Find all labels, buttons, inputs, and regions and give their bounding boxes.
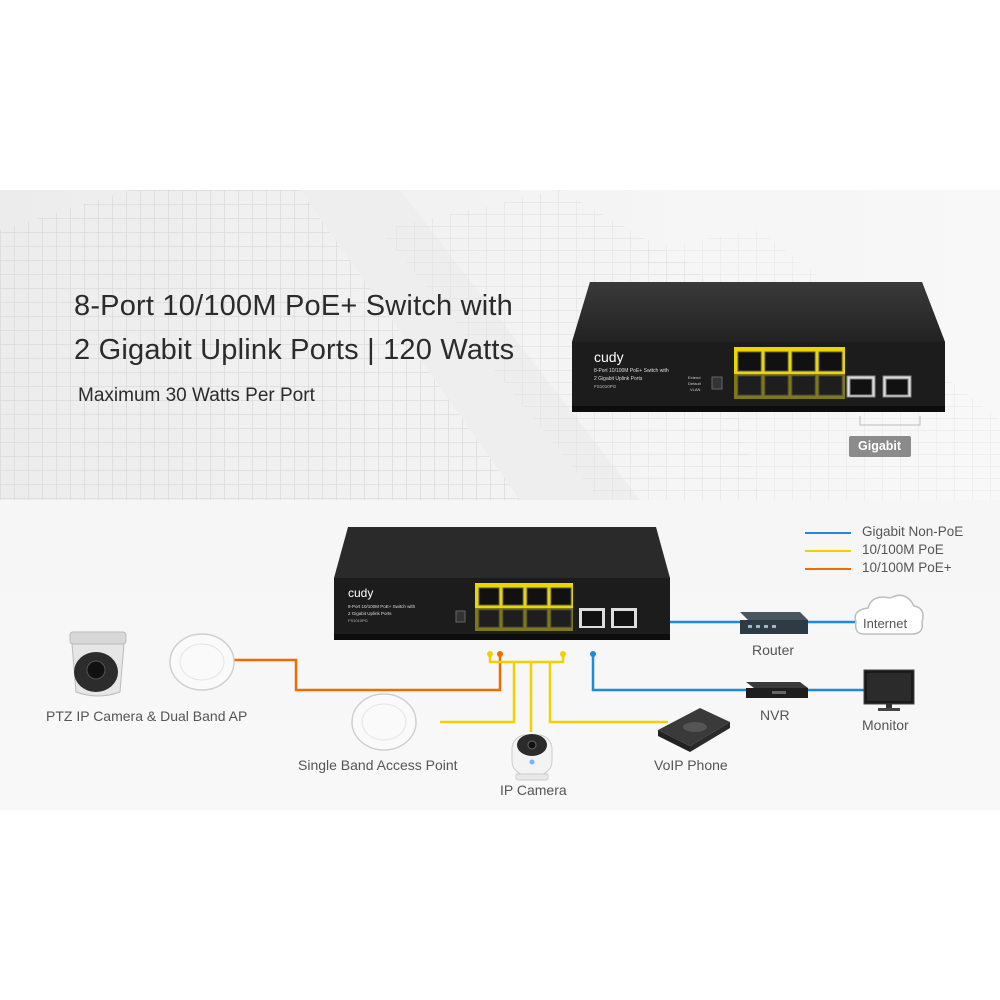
- label-voip-phone: VoIP Phone: [654, 757, 728, 773]
- monitor-icon: [863, 669, 915, 711]
- legend-swatch-poe: [805, 550, 851, 552]
- ptz-camera-icon: [69, 631, 127, 697]
- label-single-band-ap: Single Band Access Point: [298, 757, 458, 773]
- nvr-icon: [746, 682, 808, 698]
- diagram-switch-text2: 2 Gigabit Uplink Ports: [348, 611, 392, 616]
- label-ip-camera: IP Camera: [500, 782, 567, 798]
- switch-model: FS1010PG: [594, 384, 617, 389]
- link-gigabit-nvr: [591, 654, 746, 692]
- mode-label-vlan: VLAN: [690, 387, 701, 392]
- building-background: [0, 190, 1000, 500]
- link-poeplus-ptz: [232, 654, 502, 692]
- legend-label-poeplus: 10/100M PoE+: [862, 560, 952, 575]
- diagram-switch-model: FS1010PG: [348, 618, 368, 623]
- link-poe-single-ap: [440, 662, 516, 724]
- label-monitor: Monitor: [862, 717, 909, 733]
- hero-banner: cudy 8-Port 10/100M PoE+ Switch with 2 G…: [0, 190, 1000, 500]
- legend-swatch-gigabit: [805, 532, 851, 534]
- switch-diagram: [334, 527, 670, 640]
- router-icon: [740, 612, 808, 634]
- label-nvr: NVR: [760, 707, 790, 723]
- diagram-switch-text1: 8-Port 10/100M PoE+ Switch with: [348, 604, 416, 609]
- link-poe-bus: [488, 654, 565, 664]
- switch-brand-logo: cudy: [594, 349, 624, 365]
- headline-line2: 2 Gigabit Uplink Ports | 120 Watts: [74, 334, 515, 366]
- switch-product-image: [572, 282, 945, 457]
- gigabit-badge: Gigabit: [858, 439, 902, 453]
- mode-label-default: Default: [688, 381, 701, 386]
- legend-swatch-poeplus: [805, 568, 851, 570]
- mode-label-extend: Extend: [688, 375, 701, 380]
- switch-front-text2: 2 Gigabit Uplink Ports: [594, 376, 643, 382]
- headline-line1: 8-Port 10/100M PoE+ Switch with: [74, 290, 513, 322]
- dual-band-ap-icon: [169, 633, 235, 691]
- single-band-ap-icon: [351, 693, 417, 751]
- diagram-switch-brand: cudy: [348, 586, 374, 600]
- link-poe-voip: [548, 662, 668, 724]
- label-router: Router: [752, 642, 795, 658]
- internet-cloud-icon: [854, 594, 924, 635]
- voip-phone-icon: [658, 708, 730, 752]
- headline-sub: Maximum 30 Watts Per Port: [78, 385, 315, 406]
- legend-label-gigabit: Gigabit Non-PoE: [862, 524, 964, 539]
- ip-camera-icon: [511, 734, 553, 781]
- label-ptz-camera-ap: PTZ IP Camera & Dual Band AP: [46, 708, 248, 724]
- switch-front-text1: 8-Port 10/100M PoE+ Switch with: [594, 368, 669, 374]
- legend-label-poe: 10/100M PoE: [862, 542, 944, 557]
- label-internet: Internet: [863, 616, 908, 631]
